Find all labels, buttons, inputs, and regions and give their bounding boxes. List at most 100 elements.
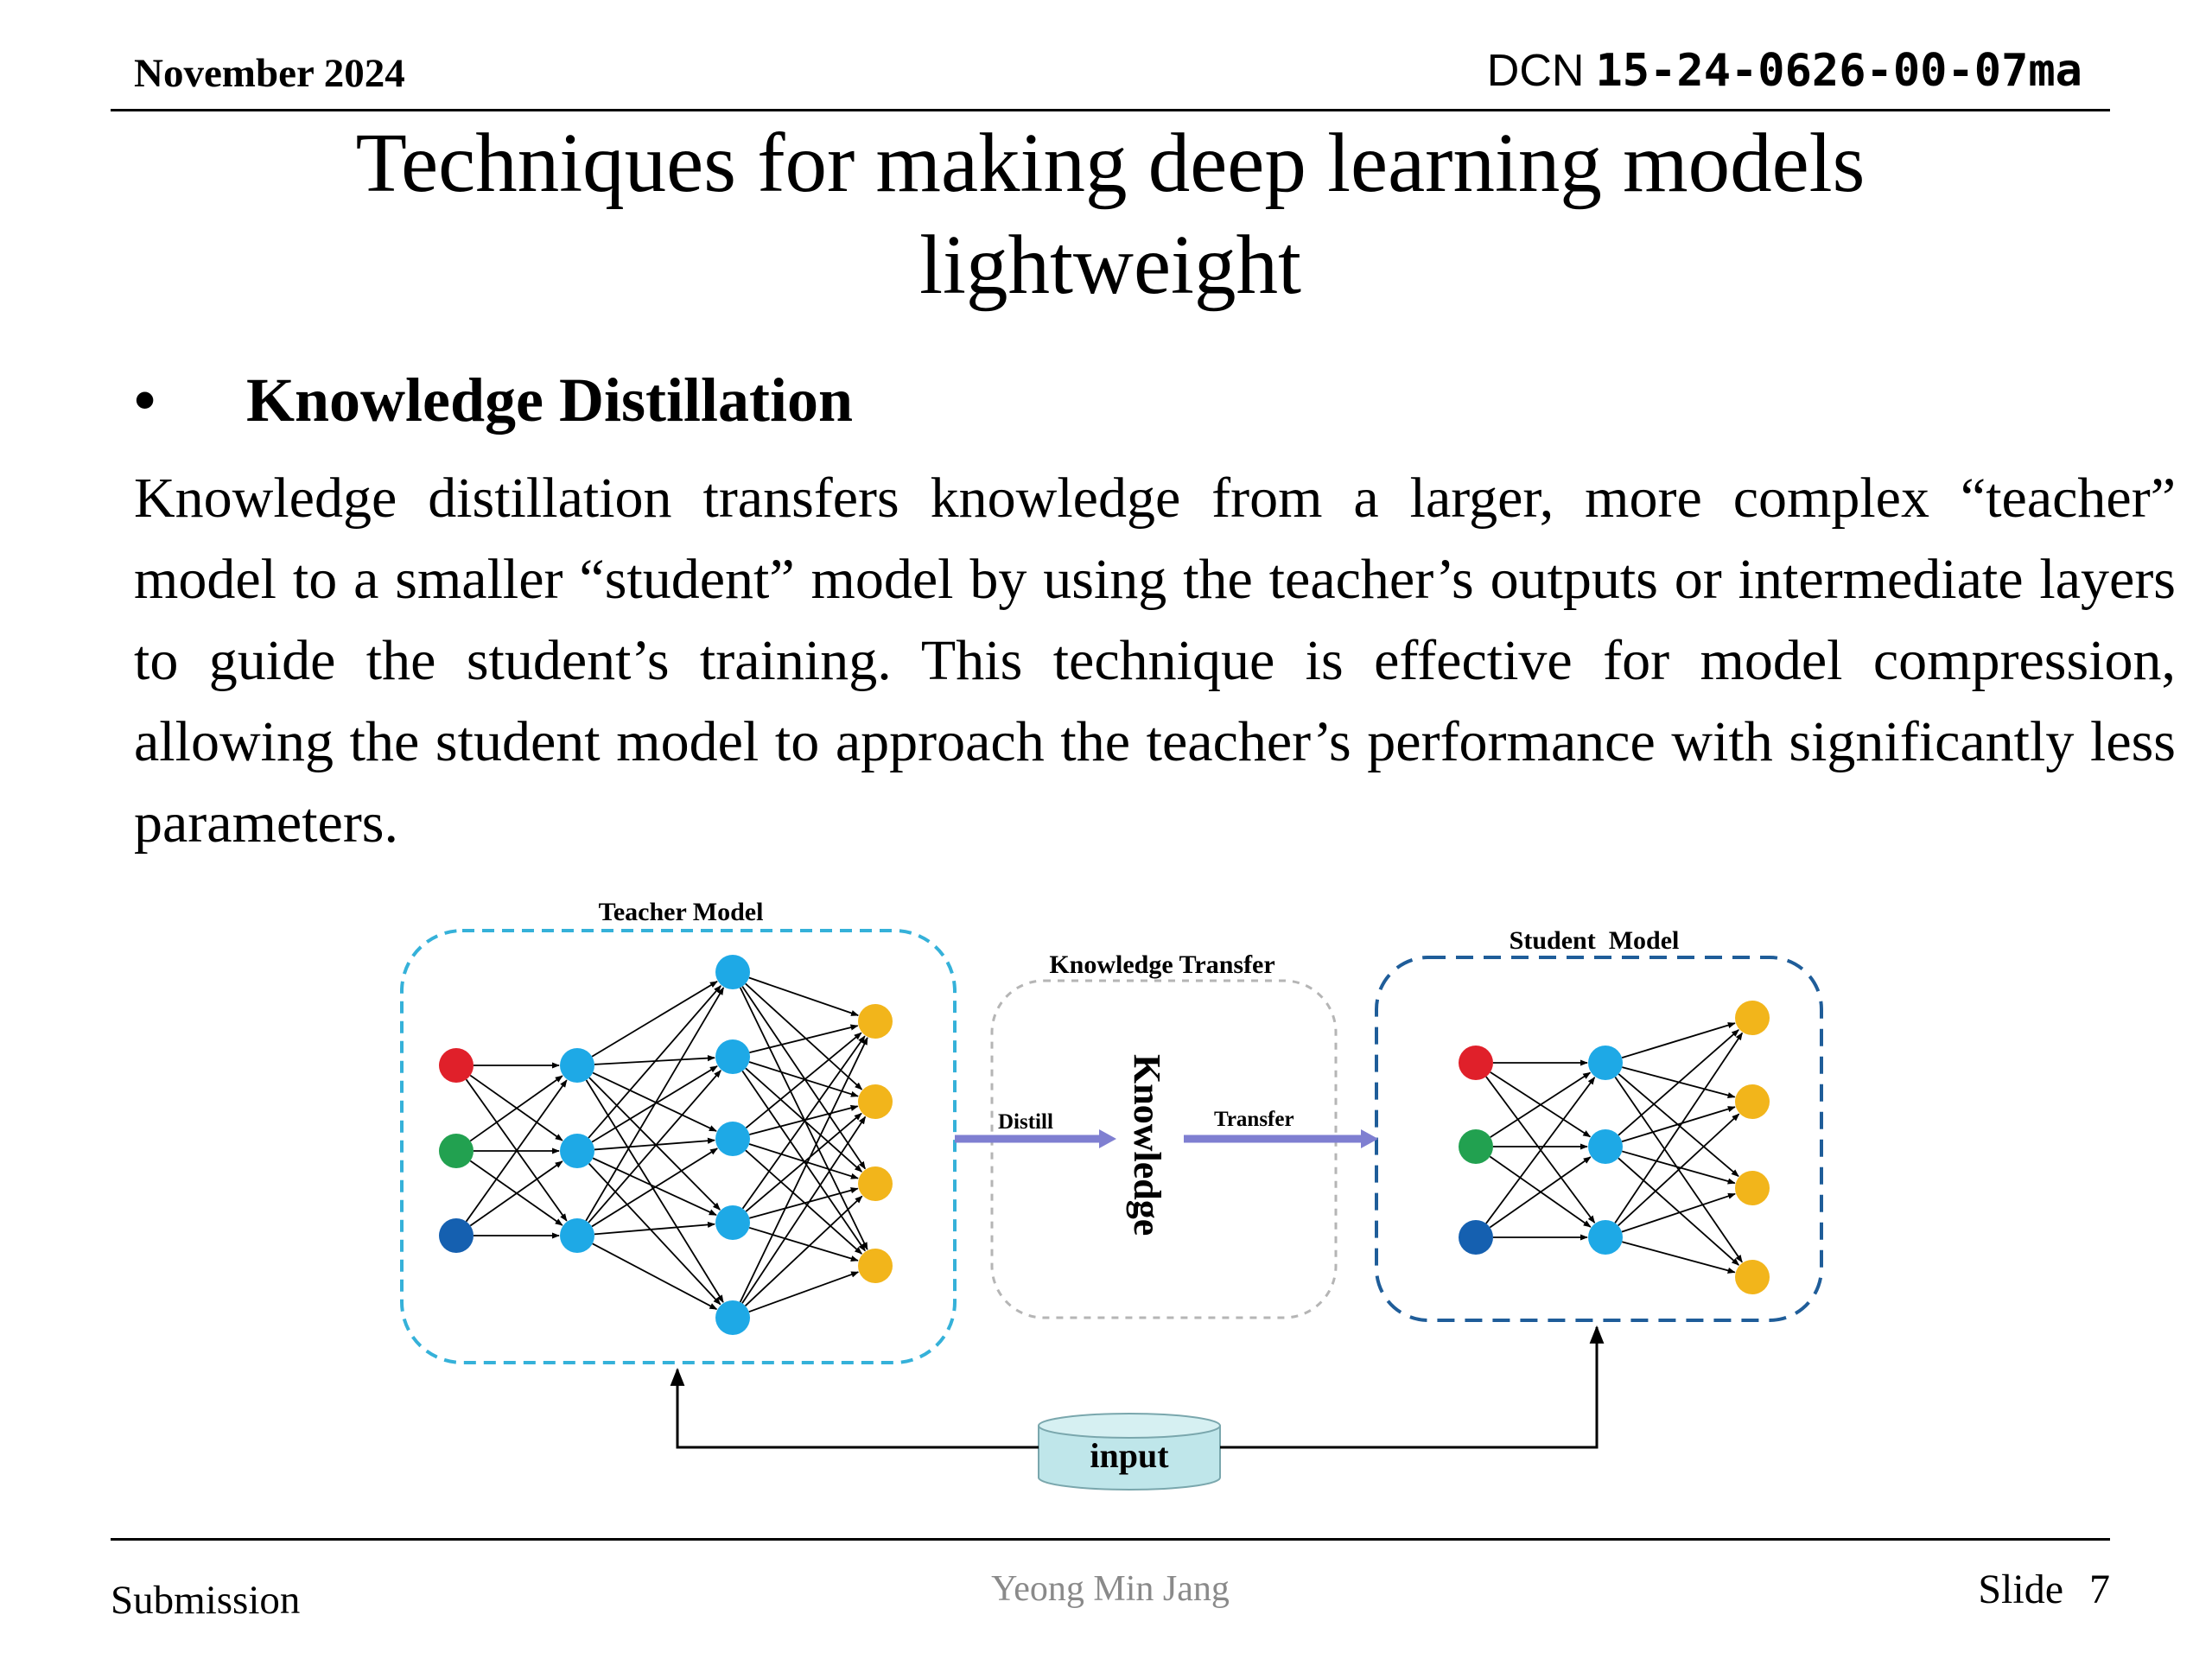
student-node (1588, 1046, 1623, 1080)
student-connection (1621, 1192, 1736, 1233)
student-node (1588, 1129, 1623, 1164)
student-node (1459, 1220, 1493, 1255)
footer-author: Yeong Min Jang (991, 1569, 1230, 1609)
teacher-connection (741, 1116, 867, 1304)
teacher-model-label: Teacher Model (599, 898, 764, 926)
teacher-node (560, 1134, 594, 1168)
teacher-connection (745, 982, 863, 1090)
student-connection (1614, 1032, 1744, 1224)
teacher-node (439, 1218, 474, 1253)
teacher-connection (465, 1079, 568, 1223)
teacher-connection (741, 986, 867, 1170)
student-node (1735, 1084, 1770, 1119)
student-connection (1622, 1241, 1736, 1274)
teacher-connection (749, 1024, 859, 1054)
slide-label: Slide (1978, 1567, 2063, 1612)
teacher-node (858, 1084, 893, 1119)
header-date: November 2024 (134, 51, 405, 96)
teacher-node (715, 1122, 750, 1156)
teacher-model-box (400, 929, 957, 1364)
header-dcn: DCN 15-24-0626-00-07ma (1487, 45, 2082, 97)
teacher-connection (741, 1035, 866, 1210)
knowledge-distillation-diagram: Teacher Model Knowledge Transfer Student… (400, 898, 1823, 1491)
slide-number: 7 (2089, 1567, 2110, 1612)
input-to-teacher-line (670, 1367, 1039, 1449)
teacher-connection (594, 1221, 715, 1236)
teacher-node (715, 955, 750, 989)
input-to-student-line (1220, 1325, 1605, 1449)
teacher-connection (745, 1032, 862, 1128)
student-node (1459, 1129, 1493, 1164)
teacher-connection (745, 1149, 862, 1255)
student-model-label: Student Model (1510, 926, 1680, 955)
student-node (1735, 1171, 1770, 1205)
teacher-network (439, 955, 893, 1335)
teacher-connection (594, 1137, 715, 1151)
teacher-node (715, 1205, 750, 1240)
student-connection (1622, 1150, 1736, 1185)
teacher-connection (744, 1195, 863, 1306)
student-connection (1621, 1106, 1736, 1143)
teacher-connection (591, 1147, 718, 1228)
bullet-icon: • (134, 365, 156, 435)
student-node (1588, 1220, 1623, 1255)
transfer-label: Transfer (1214, 1108, 1294, 1131)
student-node (1735, 1260, 1770, 1294)
teacher-connection (748, 976, 860, 1016)
teacher-connection (745, 1112, 862, 1212)
student-connection (1618, 1113, 1740, 1227)
footer-submission: Submission (111, 1578, 301, 1623)
distill-arrowhead (1099, 1129, 1116, 1148)
teacher-connection (585, 987, 725, 1222)
knowledge-transfer-label: Knowledge Transfer (1049, 950, 1274, 979)
dcn-prefix: DCN (1486, 46, 1585, 96)
teacher-node (560, 1048, 594, 1083)
bullet-heading: Knowledge Distillation (246, 365, 854, 435)
student-node (1735, 1001, 1770, 1035)
student-connection (1621, 1022, 1736, 1059)
knowledge-vertical-label: Knowledge (1126, 1054, 1168, 1236)
student-connection (1485, 1077, 1596, 1224)
dcn-number: 15-24-0626-00-07ma (1595, 45, 2082, 97)
teacher-connection (588, 985, 721, 1139)
distill-label: Distill (998, 1110, 1053, 1134)
teacher-connection (469, 1075, 563, 1142)
title-line-1: Techniques for making deep learning mode… (355, 117, 1866, 209)
teacher-connection (748, 1061, 859, 1097)
input-label: input (1090, 1436, 1169, 1475)
teacher-connection (588, 1070, 721, 1224)
footer-rule (111, 1538, 2110, 1541)
student-connection (1618, 1029, 1739, 1136)
teacher-connection (739, 987, 868, 1250)
header-rule (111, 109, 2110, 111)
student-connection (1618, 1073, 1739, 1178)
teacher-connection (748, 1226, 859, 1262)
bullet-item: • Knowledge Distillation (134, 361, 853, 439)
teacher-connection (591, 981, 718, 1058)
footer-slide-number: Slide 7 (1978, 1566, 2110, 1613)
slide-title: Techniques for making deep learning mode… (0, 112, 2212, 316)
teacher-node (715, 1300, 750, 1335)
teacher-node (858, 1166, 893, 1201)
title-line-2: lightweight (919, 219, 1301, 311)
teacher-connection (469, 1160, 563, 1227)
teacher-node (858, 1004, 893, 1039)
teacher-connection (739, 1037, 868, 1303)
teacher-connection (585, 1079, 724, 1303)
teacher-node (560, 1218, 594, 1253)
teacher-connection (588, 1163, 721, 1306)
teacher-connection (588, 1077, 721, 1211)
teacher-node (715, 1039, 750, 1074)
teacher-connection (592, 1243, 718, 1310)
student-network (1459, 1001, 1770, 1294)
student-connection (1618, 1157, 1739, 1266)
student-node (1459, 1046, 1493, 1080)
transfer-arrowhead (1361, 1129, 1378, 1148)
input-database (1038, 1413, 1221, 1491)
student-connection (1490, 1071, 1592, 1138)
teacher-node (439, 1134, 474, 1168)
teacher-connection (592, 1071, 717, 1132)
teacher-connection (748, 1271, 860, 1313)
student-connection (1489, 1156, 1592, 1229)
teacher-connection (748, 1143, 859, 1179)
